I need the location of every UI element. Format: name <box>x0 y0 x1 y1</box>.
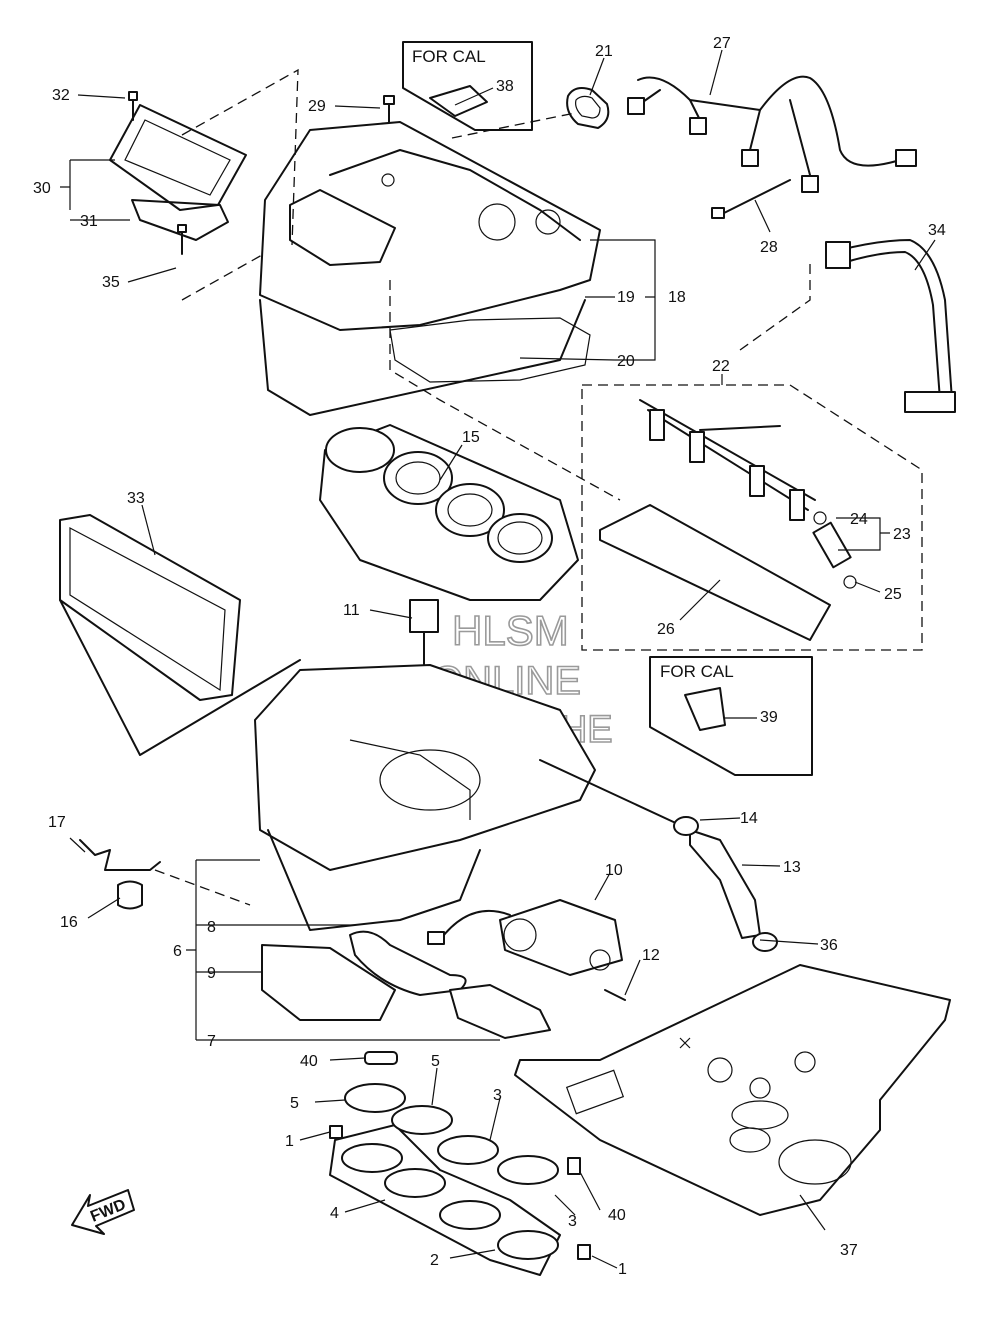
intake-joints-4 <box>329 1051 591 1276</box>
callout-25: 25 <box>884 586 902 603</box>
air-filter-33 <box>59 514 301 756</box>
callout-30: 30 <box>33 180 51 197</box>
lower-air-box-6 <box>254 664 596 1039</box>
callout-1b: 1 <box>618 1261 627 1278</box>
callout-7: 7 <box>207 1033 216 1050</box>
for-cal-label-top: FOR CAL <box>412 47 486 66</box>
callout-1a: 1 <box>285 1133 294 1150</box>
callout-39: 39 <box>760 709 778 726</box>
fwd-arrow-icon: FWD <box>71 1189 135 1235</box>
callout-33: 33 <box>127 490 145 507</box>
bracket-17 <box>79 839 161 910</box>
callout-17: 17 <box>48 814 66 831</box>
bolt-29 <box>383 95 395 123</box>
callout-15: 15 <box>462 429 480 446</box>
air-box-cover <box>259 121 601 416</box>
for-cal-label-right: FOR CAL <box>660 662 734 681</box>
callout-40a: 40 <box>300 1053 318 1070</box>
callout-8: 8 <box>207 919 216 936</box>
callout-16: 16 <box>60 914 78 931</box>
dashed-guides <box>154 68 923 906</box>
callout-28: 28 <box>760 239 778 256</box>
callout-6: 6 <box>173 943 182 960</box>
for-cal-box-top: FOR CAL <box>402 41 533 131</box>
mat-37 <box>514 964 951 1216</box>
callout-22: 22 <box>712 358 730 375</box>
callout-2: 2 <box>430 1252 439 1269</box>
valve-10 <box>427 899 626 1001</box>
leader-lines <box>60 49 936 1269</box>
callouts: 32 29 38 21 27 30 31 35 28 34 19 18 20 2… <box>33 35 946 1278</box>
callout-3b: 3 <box>568 1213 577 1230</box>
fuel-hose-34 <box>825 239 956 413</box>
callout-27: 27 <box>713 35 731 52</box>
callout-4: 4 <box>330 1205 339 1222</box>
callout-37: 37 <box>840 1242 858 1259</box>
callout-36: 36 <box>820 937 838 954</box>
callout-13: 13 <box>783 859 801 876</box>
callout-10: 10 <box>605 862 623 879</box>
hose-13 <box>539 759 778 952</box>
grommet-21 <box>566 87 610 129</box>
callout-21: 21 <box>595 43 613 60</box>
sub-cover-30 <box>109 91 247 255</box>
callout-12: 12 <box>642 947 660 964</box>
callout-5b: 5 <box>431 1053 440 1070</box>
callout-32: 32 <box>52 87 70 104</box>
cable-tie-28 <box>711 179 791 219</box>
callout-18: 18 <box>668 289 686 306</box>
callout-9: 9 <box>207 965 216 982</box>
watermark-line1: HLSM <box>452 607 569 654</box>
callout-35: 35 <box>102 274 120 291</box>
sensor-11 <box>409 599 439 681</box>
callout-26: 26 <box>657 621 675 638</box>
for-cal-box-right: FOR CAL <box>649 656 813 776</box>
injector-assembly-22 <box>599 399 857 641</box>
callout-20: 20 <box>617 353 635 370</box>
throttle-body-15 <box>319 424 579 601</box>
callout-14: 14 <box>740 810 758 827</box>
callout-29: 29 <box>308 98 326 115</box>
callout-19: 19 <box>617 289 635 306</box>
callout-40b: 40 <box>608 1207 626 1224</box>
callout-34: 34 <box>928 222 946 239</box>
callout-38: 38 <box>496 78 514 95</box>
wiring-harness-27 <box>627 75 917 193</box>
connector-27a <box>627 97 645 115</box>
callout-31: 31 <box>80 213 98 230</box>
callout-11: 11 <box>343 602 360 619</box>
callout-3a: 3 <box>493 1087 502 1104</box>
callout-23: 23 <box>893 526 911 543</box>
callout-24: 24 <box>850 511 868 528</box>
callout-5a: 5 <box>290 1095 299 1112</box>
